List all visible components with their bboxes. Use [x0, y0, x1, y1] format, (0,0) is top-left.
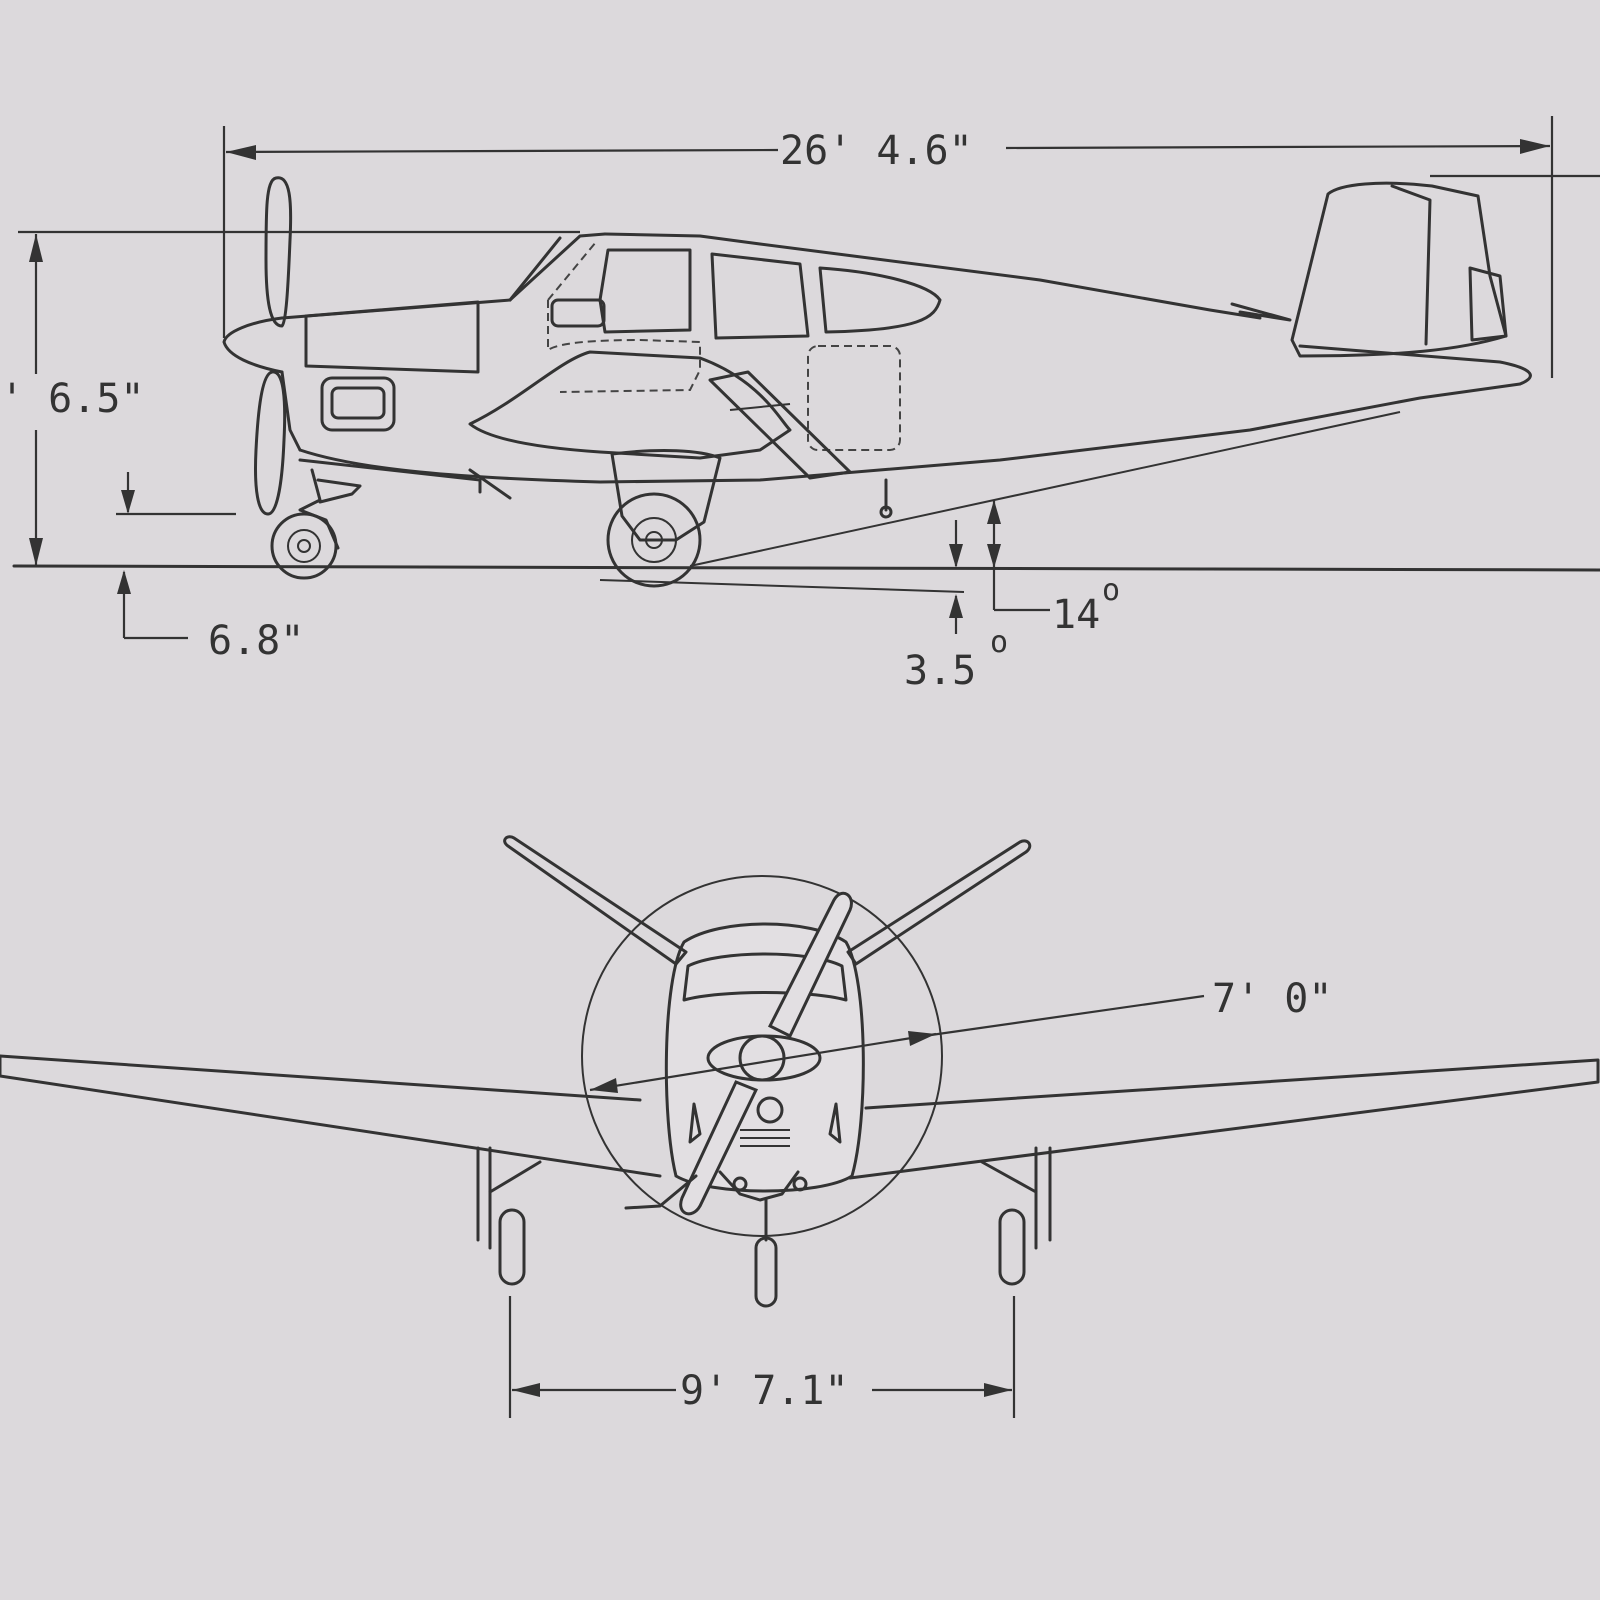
height-label: ' 6.5": [0, 376, 145, 422]
nose-gear-front: [624, 1174, 778, 1308]
prop-disc: [581, 875, 943, 1237]
ground-angle-dimension: 14 o 3.5 o: [904, 500, 1120, 694]
ground-angle-a-label: 14: [1052, 592, 1100, 638]
wheel-track-label: 9' 7.1": [680, 1368, 849, 1414]
ground-angle-a-degree: o: [1102, 573, 1120, 608]
prop-clearance-dimension: 6.8": [116, 472, 304, 664]
ground-angle-b-degree: o: [990, 625, 1008, 660]
flap-walkway: [708, 370, 852, 480]
prop-clearance-label: 6.8": [208, 618, 304, 664]
tail-clearance-line: [689, 411, 1401, 567]
aft-window: [818, 266, 942, 334]
front-side-window: [598, 248, 692, 334]
propeller-front: [679, 891, 853, 1216]
fuselage: [222, 232, 1532, 500]
propeller-side: [254, 176, 293, 516]
rear-blades-front: [503, 835, 1032, 966]
main-gear: [606, 449, 893, 588]
wings-front: [0, 1054, 1600, 1180]
wing-side: [468, 350, 852, 480]
left-main-gear-front: [476, 1146, 542, 1286]
right-main-gear-front: [980, 1146, 1052, 1286]
small-window: [550, 298, 606, 328]
cabin-windows: [547, 241, 942, 451]
prop-diameter-label: 7' 0": [1212, 976, 1332, 1022]
ground-angle-b-label: 3.5: [904, 648, 976, 694]
ground-line: [12, 564, 1600, 572]
overall-length-label: 26' 4.6": [780, 128, 973, 174]
height-dimension: ' 6.5": [0, 230, 580, 566]
overall-length-dimension: 26' 4.6": [222, 116, 1554, 378]
rear-side-window: [710, 252, 810, 340]
tail-side: [1230, 181, 1508, 358]
wheel-track-dimension: 9' 7.1": [508, 1296, 1016, 1418]
side-view: 26' 4.6" ' 6.5" 6.8": [0, 116, 1600, 694]
front-view: 7' 0" 9' 7.1": [0, 835, 1600, 1418]
prop-diameter-dimension: 7' 0": [589, 976, 1332, 1093]
ground-angle-line: [599, 579, 965, 593]
nose-gear: [270, 468, 362, 580]
